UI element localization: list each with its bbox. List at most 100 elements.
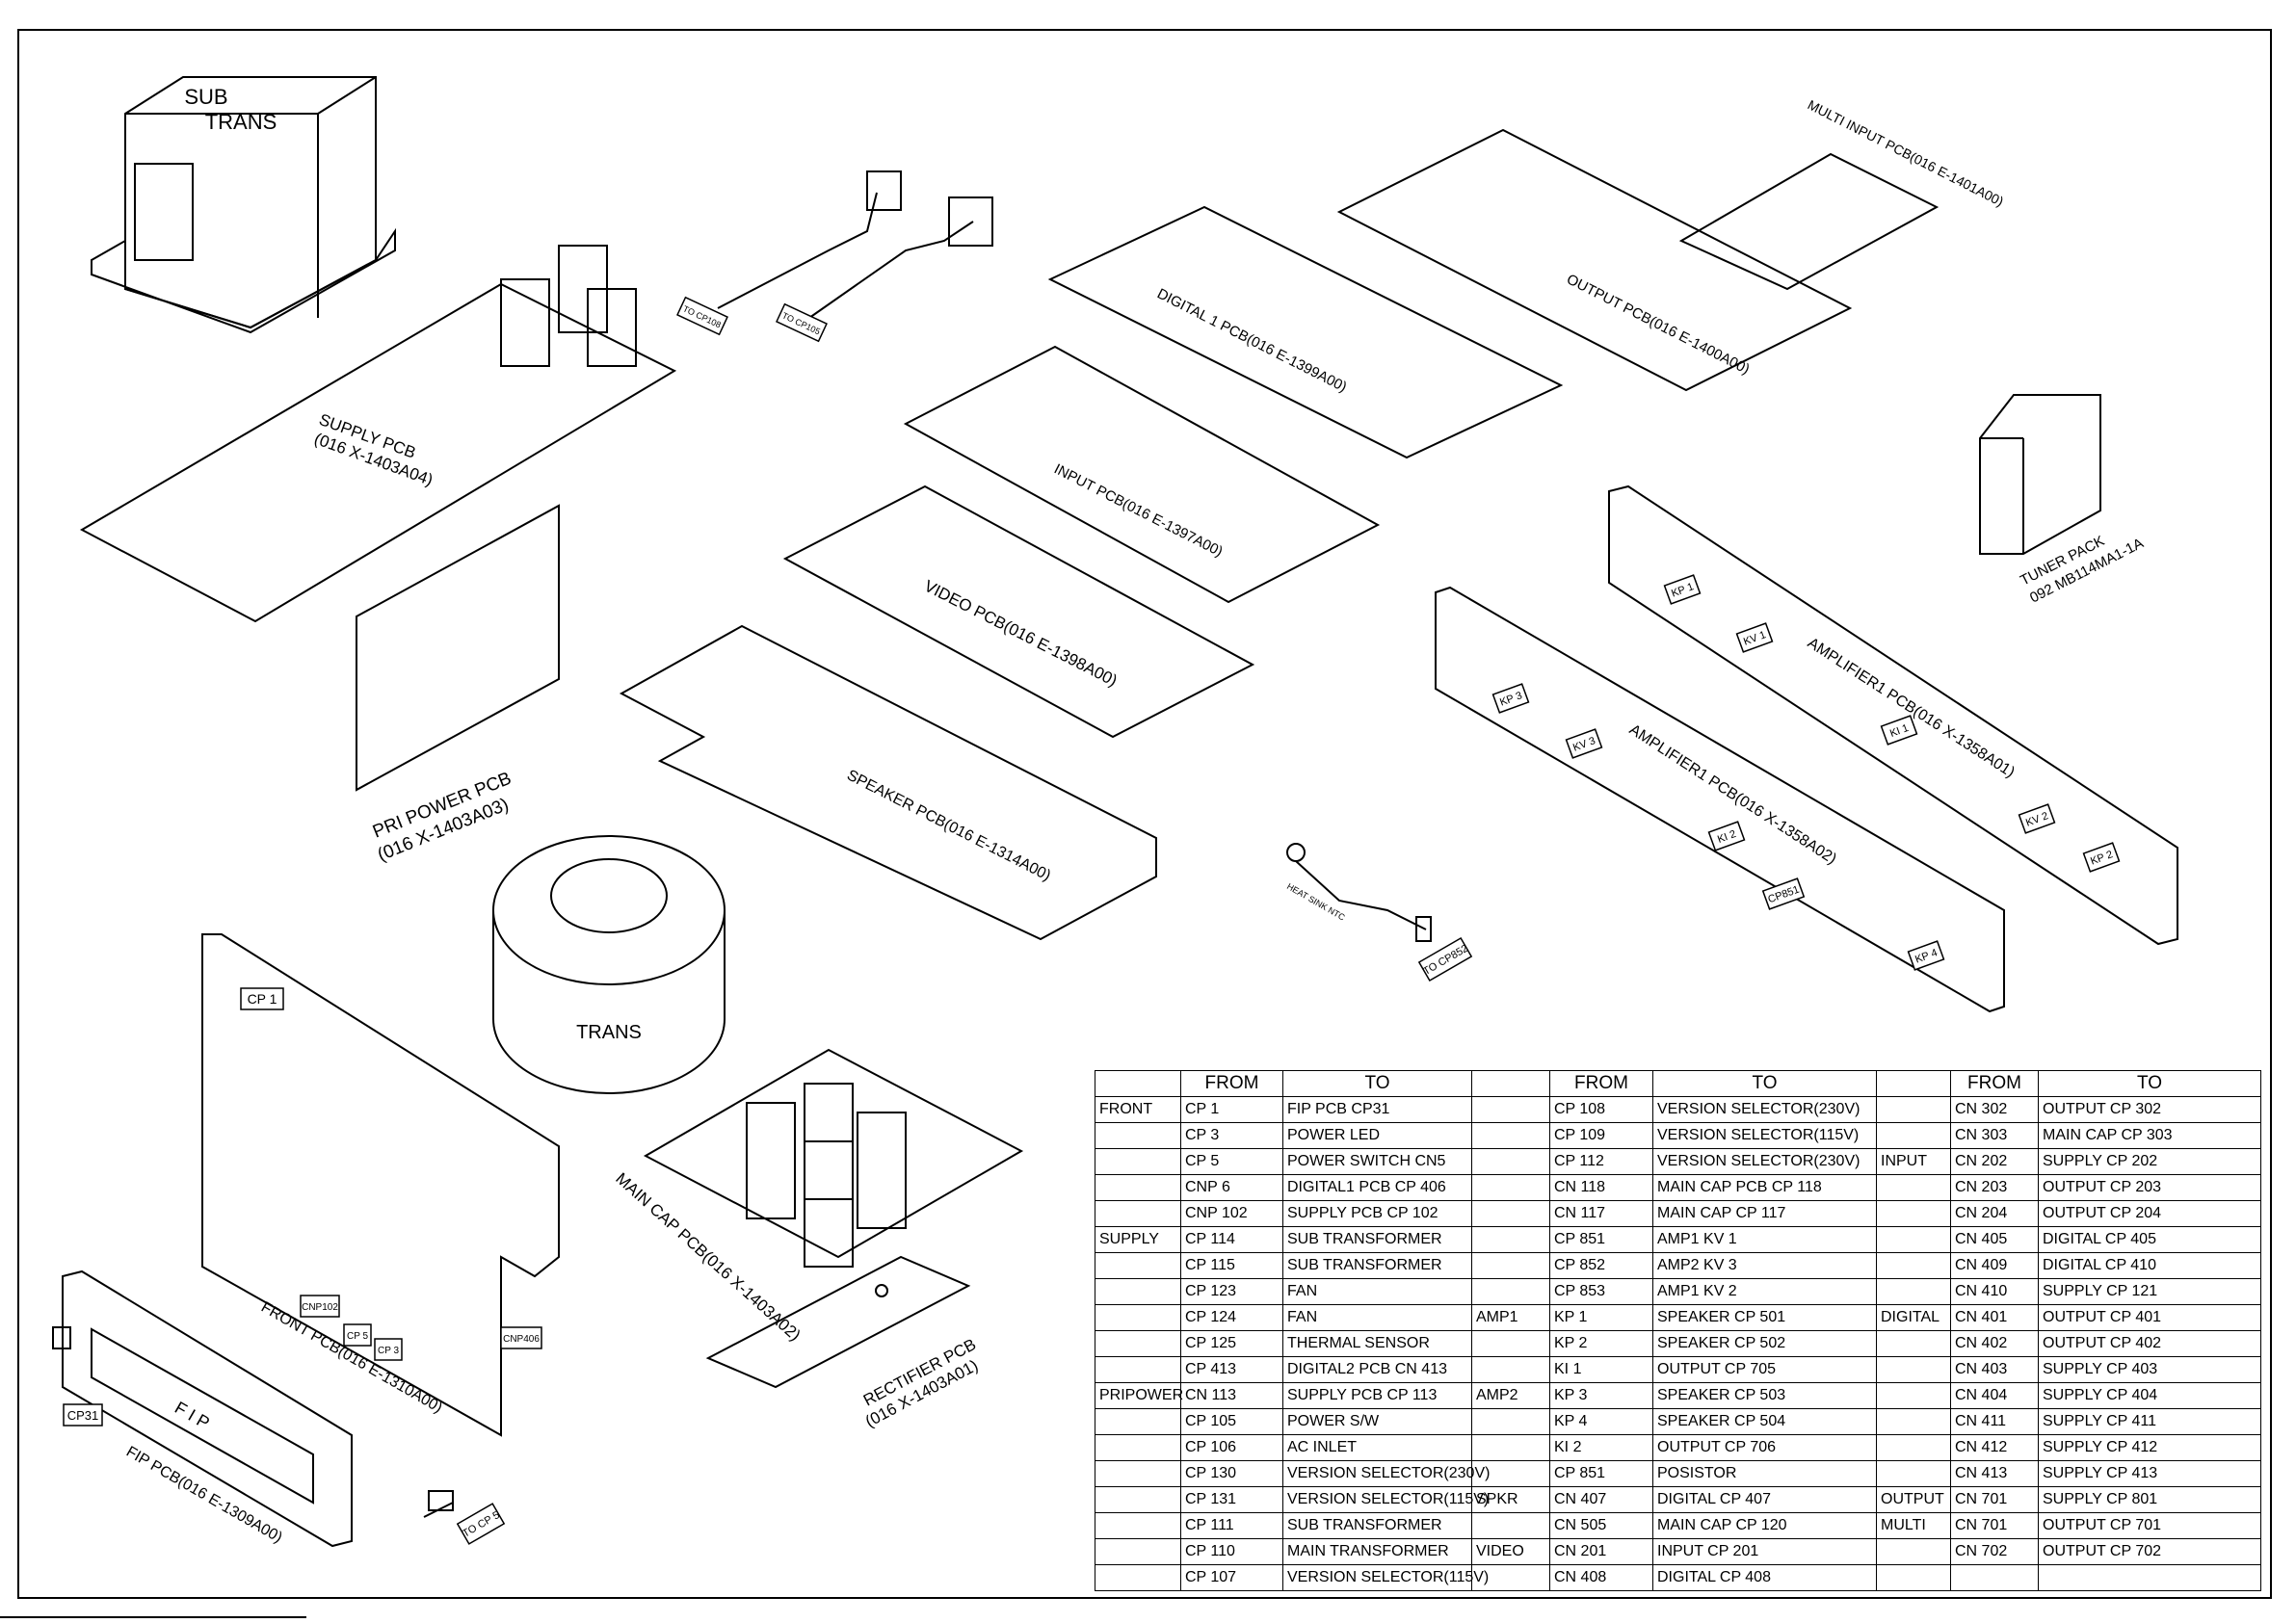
table-cell: POWER S/W <box>1282 1408 1472 1435</box>
table-cell: CP 123 <box>1180 1278 1283 1305</box>
tag-kv3: KV 3 <box>1565 728 1603 759</box>
tag-cnp102: CNP102 <box>300 1295 340 1318</box>
table-header-row: FROM TO FROM TO FROM TO <box>1095 1070 2261 1097</box>
drawing-frame <box>17 29 2272 1599</box>
tag-to-cp5: TO CP 5 <box>456 1503 506 1545</box>
tag-kp1: KP 1 <box>1663 574 1702 605</box>
digital1-pcb <box>1047 205 1564 459</box>
svg-text:HEAT SINK NTC: HEAT SINK NTC <box>1285 881 1347 923</box>
table-cell: SUPPLY CP 121 <box>2038 1278 2261 1305</box>
table-cell <box>1876 1174 1951 1201</box>
amplifier1-pcb-a <box>1608 484 2178 946</box>
table-cell: SUB TRANSFORMER <box>1282 1226 1472 1253</box>
table-cell <box>1095 1200 1181 1227</box>
table-header-cell: FROM <box>1180 1070 1283 1097</box>
table-cell: CP 1 <box>1180 1096 1283 1123</box>
table-cell: VERSION SELECTOR(115V) <box>1282 1486 1489 1513</box>
svg-text:CP 3: CP 3 <box>378 1346 399 1356</box>
table-cell <box>1876 1200 1951 1227</box>
table-cell: AC INLET <box>1282 1434 1472 1461</box>
table-cell: OUTPUT CP 706 <box>1652 1434 1877 1461</box>
speaker-pcb <box>619 624 1157 941</box>
table-cell: FIP PCB CP31 <box>1282 1096 1472 1123</box>
table-cell: SUPPLY CP 403 <box>2038 1356 2261 1383</box>
sub-trans-label-2: TRANS <box>205 110 277 134</box>
table-cell: CP 130 <box>1180 1460 1283 1487</box>
table-cell: CNP 6 <box>1180 1174 1283 1201</box>
table-cell: CN 411 <box>1950 1408 2039 1435</box>
table-cell <box>1471 1512 1550 1539</box>
table-cell: CN 701 <box>1950 1512 2039 1539</box>
table-cell <box>1471 1356 1550 1383</box>
table-cell: KP 1 <box>1549 1304 1653 1331</box>
table-cell: SUPPLY CP 413 <box>2038 1460 2261 1487</box>
table-cell: CN 202 <box>1950 1148 2039 1175</box>
table-cell: MAIN CAP CP 117 <box>1652 1200 1877 1227</box>
front-pcb <box>201 933 560 1437</box>
table-cell: KI 1 <box>1549 1356 1653 1383</box>
table-cell: SPEAKER CP 501 <box>1652 1304 1877 1331</box>
table-cell: DIGITAL CP 410 <box>2038 1252 2261 1279</box>
table-cell <box>1471 1460 1550 1487</box>
table-cell <box>1876 1408 1951 1435</box>
table-cell: CP 112 <box>1549 1148 1653 1175</box>
table-cell <box>1095 1538 1181 1565</box>
table-cell <box>1095 1564 1181 1591</box>
rectifier-pcb <box>705 1255 971 1389</box>
table-cell <box>1095 1174 1181 1201</box>
table-cell <box>1471 1122 1550 1149</box>
switch <box>423 1490 454 1518</box>
table-cell: AMP1 KV 2 <box>1652 1278 1877 1305</box>
table-cell: AMP2 KV 3 <box>1652 1252 1877 1279</box>
table-cell <box>1095 1408 1181 1435</box>
table-cell: CP 105 <box>1180 1408 1283 1435</box>
svg-text:CNP406: CNP406 <box>503 1334 540 1345</box>
tag-cp3: CP 3 <box>374 1338 403 1361</box>
table-cell <box>1471 1408 1550 1435</box>
table-cell: DIGITAL CP 408 <box>1652 1564 1877 1591</box>
table-header-cell <box>1876 1070 1951 1097</box>
cables <box>717 170 993 319</box>
table-cell: OUTPUT CP 705 <box>1652 1356 1877 1383</box>
table-cell: CP 853 <box>1549 1278 1653 1305</box>
input-pcb <box>903 345 1381 604</box>
table-header-cell: TO <box>1652 1070 1877 1097</box>
main-cap-pcb <box>643 1048 1024 1268</box>
svg-text:CP31: CP31 <box>67 1408 99 1423</box>
bottom-rule <box>0 1616 306 1618</box>
tag-to-cp852: TO CP852 <box>1417 936 1473 982</box>
table-cell <box>1471 1174 1550 1201</box>
table-cell: CP 125 <box>1180 1330 1283 1357</box>
table-cell: CN 203 <box>1950 1174 2039 1201</box>
heat-sink-ntc <box>1286 843 1432 942</box>
table-cell: DIGITAL CP 405 <box>2038 1226 2261 1253</box>
table-cell <box>1876 1382 1951 1409</box>
supply-pcb <box>79 245 677 623</box>
table-cell: CN 403 <box>1950 1356 2039 1383</box>
table-cell: CP 852 <box>1549 1252 1653 1279</box>
table-cell: INPUT CP 201 <box>1652 1538 1877 1565</box>
table-cell <box>1095 1460 1181 1487</box>
table-cell: OUTPUT CP 203 <box>2038 1174 2261 1201</box>
table-cell <box>1095 1356 1181 1383</box>
table-cell: CP 111 <box>1180 1512 1283 1539</box>
table-cell: MAIN CAP PCB CP 118 <box>1652 1174 1877 1201</box>
table-cell <box>1471 1564 1550 1591</box>
table-cell: SUB TRANSFORMER <box>1282 1252 1472 1279</box>
table-cell: MULTI <box>1876 1512 1951 1539</box>
table-cell: VERSION SELECTOR(115V) <box>1282 1564 1489 1591</box>
table-cell: OUTPUT CP 402 <box>2038 1330 2261 1357</box>
tag-cp851: CP851 <box>1761 877 1806 910</box>
table-cell: CN 118 <box>1549 1174 1653 1201</box>
amplifier1-pcb-b <box>1435 586 2005 1013</box>
